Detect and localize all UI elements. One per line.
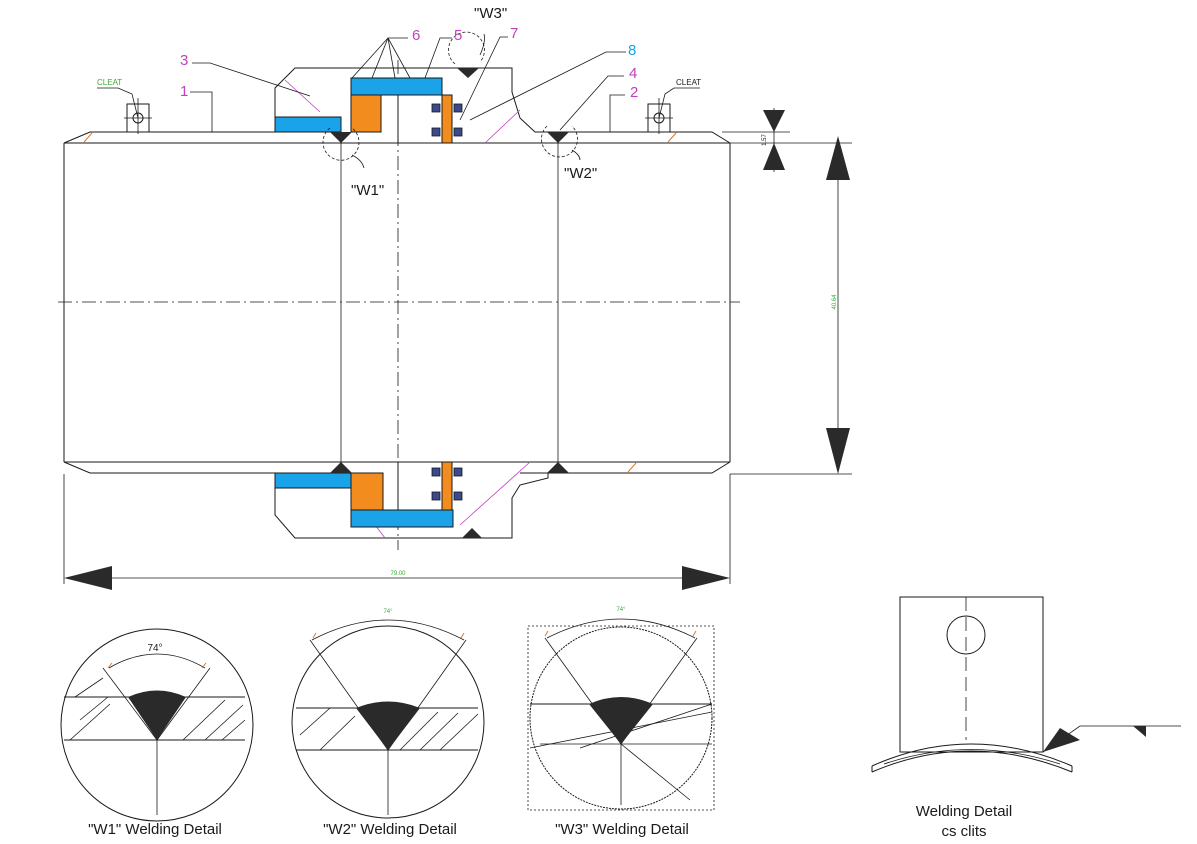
clits-caption-line2: cs clits — [942, 823, 987, 840]
w2-caption: "W2" Welding Detail — [323, 821, 457, 838]
cleat-left — [97, 87, 152, 134]
cleat-right-label: CLEAT — [676, 78, 701, 87]
cleat-left-label: CLEAT — [97, 78, 122, 87]
part-4-label: 4 — [629, 65, 637, 82]
cleat-right — [645, 87, 700, 134]
pipe-assembly — [58, 60, 740, 550]
part-1-label: 1 — [180, 83, 188, 100]
thickness-dimension: 1.57 — [762, 134, 768, 146]
w2-angle: 74° — [383, 609, 393, 615]
weld-w3-tag: "W3" — [474, 5, 507, 22]
weld-w1-tag: "W1" — [351, 182, 384, 199]
weld-callouts — [322, 31, 581, 169]
part-8-label: 8 — [628, 42, 636, 59]
w1-angle: 74° — [147, 643, 162, 654]
part-6-label: 6 — [412, 27, 420, 44]
clits-caption-line1: Welding Detail — [916, 803, 1012, 820]
weld-w2-tag: "W2" — [564, 165, 597, 182]
w3-angle: 74° — [616, 607, 626, 613]
part-7-label: 7 — [510, 25, 518, 42]
dimension-lines — [63, 108, 852, 590]
w1-caption: "W1" Welding Detail — [88, 821, 222, 838]
detail-cs-clits — [871, 596, 1181, 773]
detail-w1 — [60, 628, 254, 822]
part-2-label: 2 — [630, 84, 638, 101]
diameter-dimension: 40.64 — [832, 294, 838, 310]
length-dimension: 79.00 — [390, 571, 406, 577]
detail-w3 — [527, 618, 715, 811]
w3-caption: "W3" Welding Detail — [555, 821, 689, 838]
part-3-label: 3 — [180, 52, 188, 69]
leader-lines — [190, 36, 626, 132]
part-5-label: 5 — [454, 27, 462, 44]
detail-w2 — [291, 619, 485, 819]
